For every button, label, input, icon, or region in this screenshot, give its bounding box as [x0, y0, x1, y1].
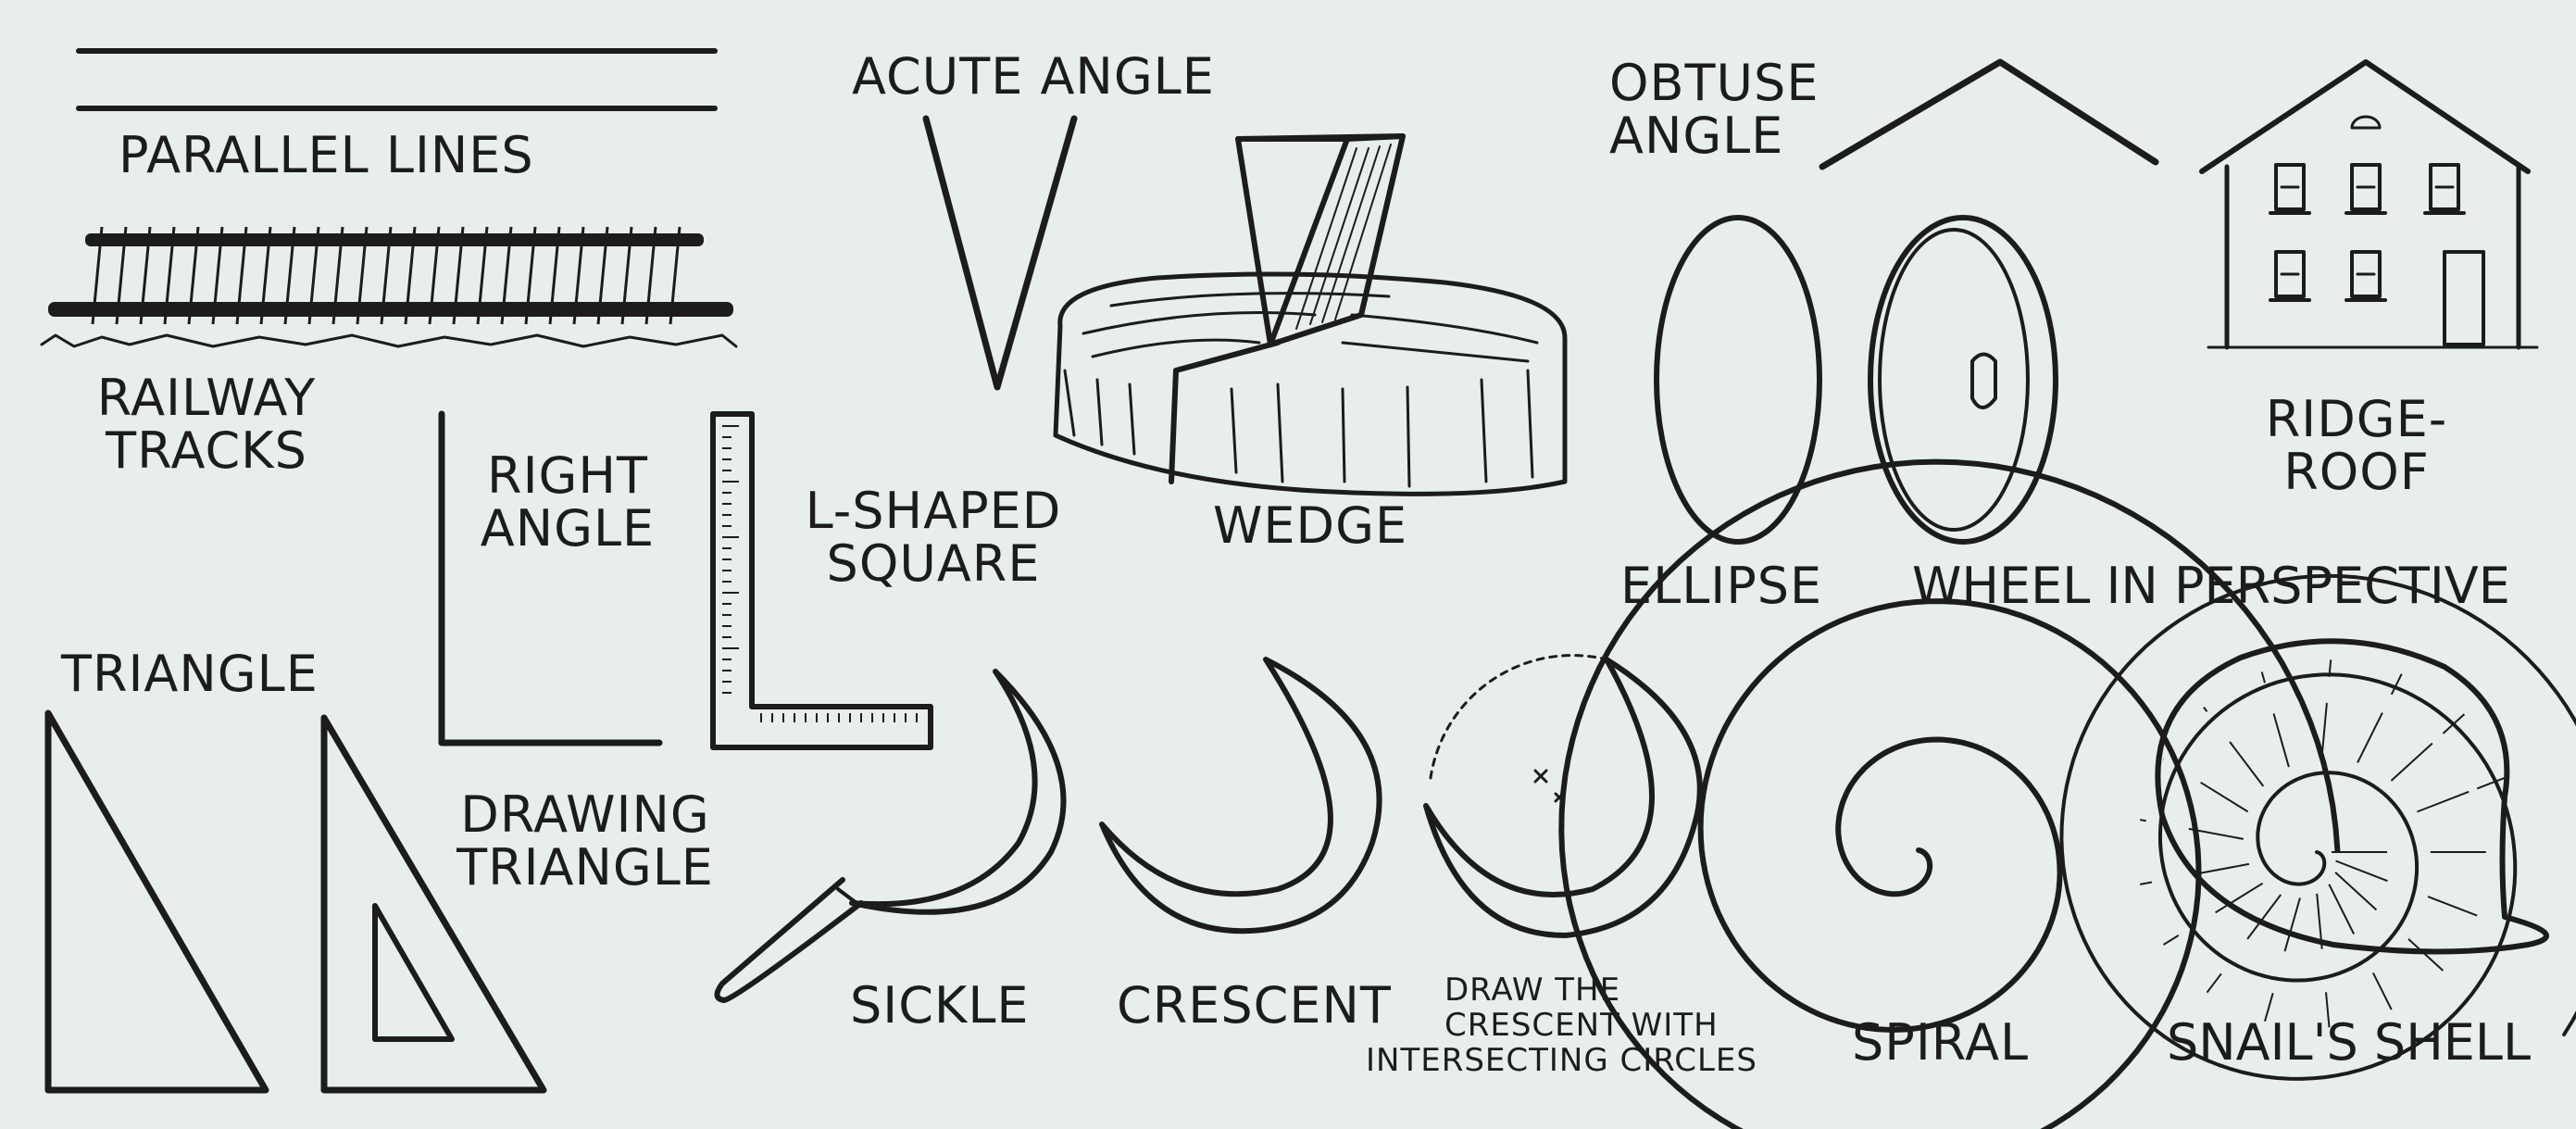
shell-rib [2328, 659, 2332, 677]
shell-rib [2407, 938, 2445, 972]
obtuse-angle-label-line1: OBTUSE [1609, 54, 1819, 112]
draw-crescent-label-line1: DRAW THE [1444, 972, 1621, 1009]
shell-rib [2390, 673, 2403, 696]
shell-rib [2200, 781, 2249, 813]
parallel-lines-drawing [76, 48, 718, 111]
obtuse-angle-label-line2: ANGLE [1609, 106, 1784, 165]
spiral-drawing [1558, 458, 2341, 1129]
shell-rib [2162, 935, 2180, 946]
acute-angle-label: ACUTE ANGLE [852, 47, 1215, 106]
shell-rib [2335, 859, 2388, 883]
wedge-label: WEDGE [1213, 496, 1408, 555]
parallel-lines-label: PARALLEL LINES [119, 126, 534, 184]
spiral-label: SPIRAL [1852, 1013, 2030, 1072]
house-window [2429, 163, 2460, 211]
shell-rib [2334, 872, 2378, 911]
draw-crescent-label-line3: INTERSECTING CIRCLES [1366, 1042, 1757, 1080]
ridge-roof-label: RIDGE- ROOF [2232, 390, 2482, 501]
shell-rib [2328, 884, 2355, 935]
house-window [2274, 250, 2306, 298]
shell-rib [2140, 819, 2146, 822]
railway-tracks-drawing [40, 226, 738, 348]
shell-rib [2372, 972, 2393, 1010]
acute-angle-drawing [922, 115, 1078, 391]
shell-rib [2272, 713, 2290, 768]
shell-rib [2140, 881, 2153, 885]
shell-rib [2390, 742, 2433, 782]
house-window [2350, 250, 2382, 298]
draw-crescent-label-line2: CRESCENT WITH [1444, 1007, 1719, 1045]
shell-rib [2203, 706, 2208, 713]
drawing-triangle-label-line2: TRIANGLE [456, 837, 714, 897]
shell-rib [2264, 992, 2274, 1022]
wheel-drawing [1868, 215, 2058, 545]
right-angle-drawing [438, 410, 663, 746]
wheel-in-perspective-label: WHEEL IN PERSPECTIVE [1912, 557, 2510, 615]
shell-rib [2188, 827, 2244, 840]
shell-rib [2316, 893, 2323, 949]
railway-tracks-label-line1: RAILWAY [96, 369, 317, 427]
ellipse-label: ELLIPSE [1620, 557, 1823, 615]
obtuse-angle-label: OBTUSE ANGLE [1609, 54, 1819, 165]
crescent-drawing [1099, 657, 1382, 935]
shell-rib [2417, 790, 2470, 813]
shell-rib [2357, 712, 2383, 763]
shell-rib [2442, 713, 2466, 734]
crescent-label: CRESCENT [1117, 976, 1392, 1035]
snails-shell-drawing [2059, 573, 2576, 1081]
ellipse-drawing [1654, 215, 1822, 545]
l-shaped-square-drawing [710, 411, 933, 750]
railway-tracks-label-line2: TRACKS [106, 420, 307, 480]
ridge-roof-label-line2: ROOF [2283, 442, 2430, 501]
drawing-triangle-label: DRAWING TRIANGLE [428, 785, 743, 897]
wedge-drawing [1053, 133, 1568, 496]
l-shaped-square-label-line2: SQUARE [826, 533, 1041, 593]
snails-shell-label: SNAIL'S SHELL [2167, 1013, 2532, 1072]
house-window [2274, 163, 2306, 211]
shell-rib [2476, 774, 2510, 790]
shell-rib [2260, 671, 2266, 684]
right-angle-label-line2: ANGLE [480, 498, 656, 558]
ridge-roof-drawing [2199, 59, 2539, 350]
house-window [2350, 163, 2382, 211]
shell-rib [2283, 897, 2301, 952]
shell-rib [2246, 894, 2282, 940]
railway-tracks-label: RAILWAY TRACKS [72, 369, 341, 480]
l-shaped-square-label: L-SHAPED SQUARE [794, 482, 1072, 593]
sickle-label: SICKLE [850, 976, 1030, 1035]
shell-rib [2194, 862, 2250, 875]
obtuse-angle-drawing [1819, 58, 2159, 170]
shell-rib [2206, 972, 2222, 994]
l-shaped-square-label-line1: L-SHAPED [805, 482, 1062, 540]
draw-crescent-label: DRAW THE CRESCENT WITH INTERSECTING CIRC… [1361, 972, 1833, 1078]
right-angle-label: RIGHT ANGLE [470, 446, 665, 558]
triangle-label: TRIANGLE [61, 645, 319, 703]
shell-rib [2427, 896, 2478, 917]
crescent-circles-drawing [1423, 654, 1703, 938]
drawing-triangle-drawing [320, 714, 547, 1094]
right-angle-label-line1: RIGHT [487, 446, 648, 505]
shell-rib [2229, 741, 2265, 787]
drawing-triangle-label-line1: DRAWING [460, 785, 710, 844]
ridge-roof-label-line1: RIDGE- [2265, 390, 2448, 448]
shell-rib [2215, 882, 2264, 914]
shell-rib [2320, 702, 2328, 759]
triangle-drawing [44, 709, 269, 1094]
sickle-drawing [714, 669, 1067, 1003]
shell-rib [2325, 992, 2331, 1028]
